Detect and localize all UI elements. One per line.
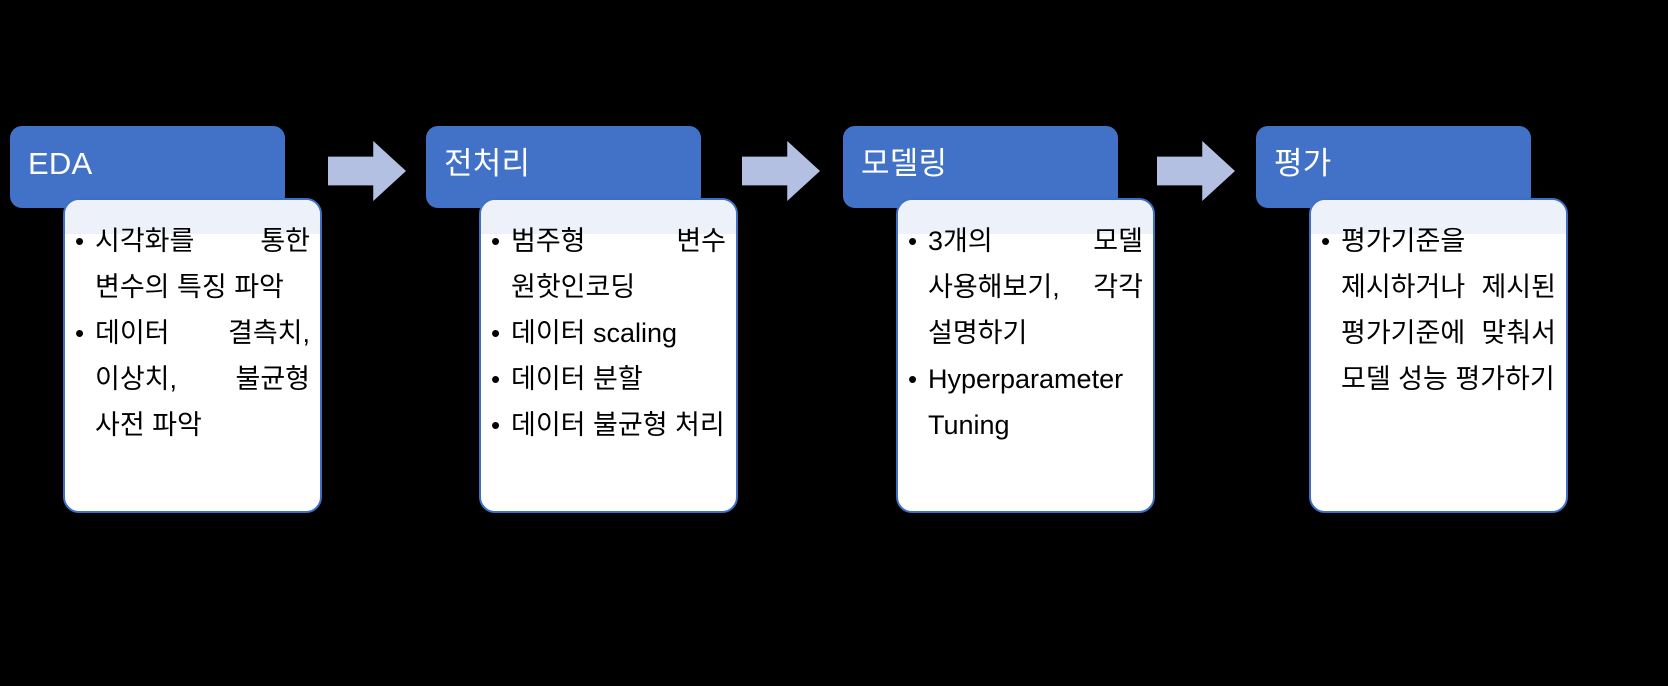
phase-header-label-preprocessing: 전처리	[444, 146, 531, 181]
phase-card-preprocessing[interactable]: 범주형 변수 원핫인코딩 데이터 scaling 데이터 분할 데이터 불균형 …	[479, 198, 738, 513]
phase-header-label-modeling: 모델링	[861, 146, 948, 181]
bullet-list-preprocessing: 범주형 변수 원핫인코딩 데이터 scaling 데이터 분할 데이터 불균형 …	[481, 200, 736, 448]
bullet-item: 평가기준을 제시하거나 제시된 평가기준에 맞춰서 모델 성능 평가하기	[1321, 218, 1556, 402]
bullet-item: 데이터 분할	[491, 356, 726, 402]
phase-card-evaluation[interactable]: 평가기준을 제시하거나 제시된 평가기준에 맞춰서 모델 성능 평가하기	[1309, 198, 1568, 513]
bullet-list-eda: 시각화를 통한 변수의 특징 파악 데이터 결측치, 이상치, 불균형 사전 파…	[65, 200, 320, 448]
phase-card-modeling[interactable]: 3개의 모델 사용해보기, 각각 설명하기 Hyperparameter Tun…	[896, 198, 1155, 513]
phase-header-eda[interactable]: EDA	[10, 126, 285, 208]
arrow-eda-to-preprocessing-icon	[328, 141, 406, 201]
phase-header-modeling[interactable]: 모델링	[843, 126, 1118, 208]
phase-header-evaluation[interactable]: 평가	[1256, 126, 1531, 208]
bullet-item: 데이터 scaling	[491, 310, 726, 356]
phase-header-preprocessing[interactable]: 전처리	[426, 126, 701, 208]
bullet-item: 3개의 모델 사용해보기, 각각 설명하기	[908, 218, 1143, 356]
bullet-item: 범주형 변수 원핫인코딩	[491, 218, 726, 310]
bullet-list-evaluation: 평가기준을 제시하거나 제시된 평가기준에 맞춰서 모델 성능 평가하기	[1311, 200, 1566, 402]
bullet-item: Hyperparameter Tuning	[908, 356, 1143, 448]
bullet-item: 데이터 결측치, 이상치, 불균형 사전 파악	[75, 310, 310, 448]
bullet-item: 데이터 불균형 처리	[491, 402, 726, 448]
phase-card-eda[interactable]: 시각화를 통한 변수의 특징 파악 데이터 결측치, 이상치, 불균형 사전 파…	[63, 198, 322, 513]
bullet-list-modeling: 3개의 모델 사용해보기, 각각 설명하기 Hyperparameter Tun…	[898, 200, 1153, 448]
arrow-preprocessing-to-modeling-icon	[742, 141, 820, 201]
phase-header-label-eda: EDA	[28, 146, 93, 181]
phase-header-label-evaluation: 평가	[1274, 146, 1332, 181]
bullet-item: 시각화를 통한 변수의 특징 파악	[75, 218, 310, 310]
arrow-modeling-to-evaluation-icon	[1157, 141, 1235, 201]
